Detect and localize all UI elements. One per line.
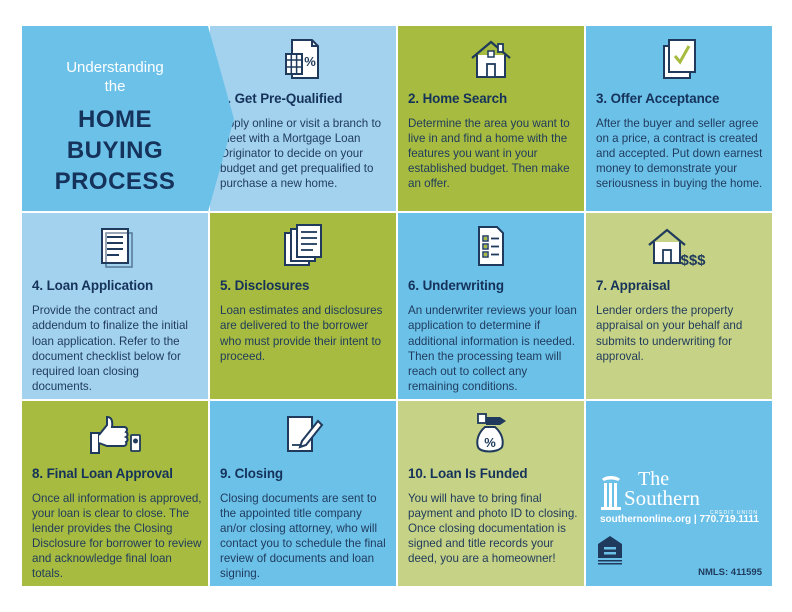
document-icon bbox=[92, 223, 138, 269]
brand-the: The bbox=[638, 468, 669, 490]
step-description: Apply online or visit a branch to meet w… bbox=[220, 117, 382, 191]
equal-housing-lender-icon bbox=[598, 535, 622, 565]
intro-title: HOME BUYING PROCESS bbox=[22, 104, 208, 197]
step-final-loan-approval: 8. Final Loan Approval Once all informat… bbox=[22, 400, 208, 586]
dollar-signs: $$$ bbox=[680, 252, 706, 269]
step-description: Once all information is approved, your l… bbox=[32, 491, 202, 581]
house-icon bbox=[468, 36, 514, 82]
brand-name: Southern bbox=[624, 486, 700, 510]
step-description: After the buyer and seller agree on a pr… bbox=[596, 117, 763, 191]
intro-line-buying: BUYING bbox=[66, 137, 164, 164]
nmls-number: NMLS: 411595 bbox=[698, 566, 762, 578]
step-loan-funded: % 10. Loan Is Funded You will have to br… bbox=[398, 400, 584, 586]
intro-panel: Understanding the HOME BUYING PROCESS bbox=[22, 26, 234, 212]
step-home-search: 2. Home Search Determine the area you wa… bbox=[398, 26, 584, 212]
thumbs-up-icon bbox=[87, 411, 143, 457]
step-title: 5. Disclosures bbox=[220, 278, 310, 294]
intro-arrow bbox=[208, 26, 234, 212]
step-description: Lender orders the property appraisal on … bbox=[596, 304, 743, 363]
house-dollar-icon: $$$ bbox=[647, 223, 711, 269]
step-title: 4. Loan Application bbox=[32, 278, 154, 294]
document-pen-icon bbox=[280, 411, 326, 457]
step-title: 10. Loan Is Funded bbox=[408, 465, 528, 481]
step-description: Determine the area you want to live in a… bbox=[408, 117, 570, 191]
intro-line-process: PROCESS bbox=[54, 168, 176, 195]
percent-sign: % bbox=[484, 435, 496, 450]
step-title: 7. Appraisal bbox=[596, 278, 671, 294]
checklist-icon bbox=[468, 223, 514, 269]
step-disclosures: 5. Disclosures Loan estimates and disclo… bbox=[210, 213, 396, 399]
brand-sub: CREDIT UNION bbox=[710, 510, 758, 516]
step-closing: 9. Closing Closing documents are sent to… bbox=[210, 400, 396, 586]
step-description: You will have to bring final payment and… bbox=[408, 491, 578, 566]
step-underwriting: 6. Underwriting An underwriter reviews y… bbox=[398, 213, 584, 399]
step-title: 3. Offer Acceptance bbox=[596, 91, 720, 106]
checked-document-icon bbox=[656, 36, 702, 82]
step-title: 8. Final Loan Approval bbox=[32, 465, 173, 481]
step-title: 1. Get Pre-Qualified bbox=[220, 91, 343, 106]
step-title: 2. Home Search bbox=[408, 91, 508, 106]
step-description: Provide the contract and addendum to fin… bbox=[32, 304, 188, 393]
stacked-documents-icon bbox=[280, 223, 326, 269]
step-description: Loan estimates and disclosures are deliv… bbox=[220, 304, 383, 363]
money-bag-icon: % bbox=[468, 411, 514, 457]
step-description: Closing documents are sent to the appoin… bbox=[220, 491, 386, 581]
intro-subtitle: Understanding the bbox=[22, 58, 208, 96]
step-get-prequalified: % 1. Get Pre-Qualified Apply online or v… bbox=[210, 26, 396, 212]
step-offer-acceptance: 3. Offer Acceptance After the buyer and … bbox=[586, 26, 772, 212]
intro-line-the: the bbox=[104, 78, 126, 95]
contact-line: southernonline.org | 770.719.1111 bbox=[600, 513, 759, 525]
brand-panel: The Southern CREDIT UNION southernonline… bbox=[586, 400, 772, 586]
step-title: 9. Closing bbox=[220, 465, 283, 481]
step-appraisal: $$$ 7. Appraisal Lender orders the prope… bbox=[586, 213, 772, 399]
process-grid: Understanding the HOME BUYING PROCESS % … bbox=[22, 26, 772, 586]
the-southern-logo: The Southern CREDIT UNION bbox=[601, 468, 758, 516]
calculator-percent-icon: % bbox=[280, 36, 326, 82]
step-description: An underwriter reviews your loan applica… bbox=[408, 304, 577, 393]
svg-text:%: % bbox=[304, 54, 316, 69]
intro-line-home: HOME bbox=[78, 106, 152, 133]
step-loan-application: 4. Loan Application Provide the contract… bbox=[22, 213, 208, 399]
intro-line-understanding: Understanding bbox=[66, 59, 164, 76]
step-title: 6. Underwriting bbox=[408, 278, 504, 294]
